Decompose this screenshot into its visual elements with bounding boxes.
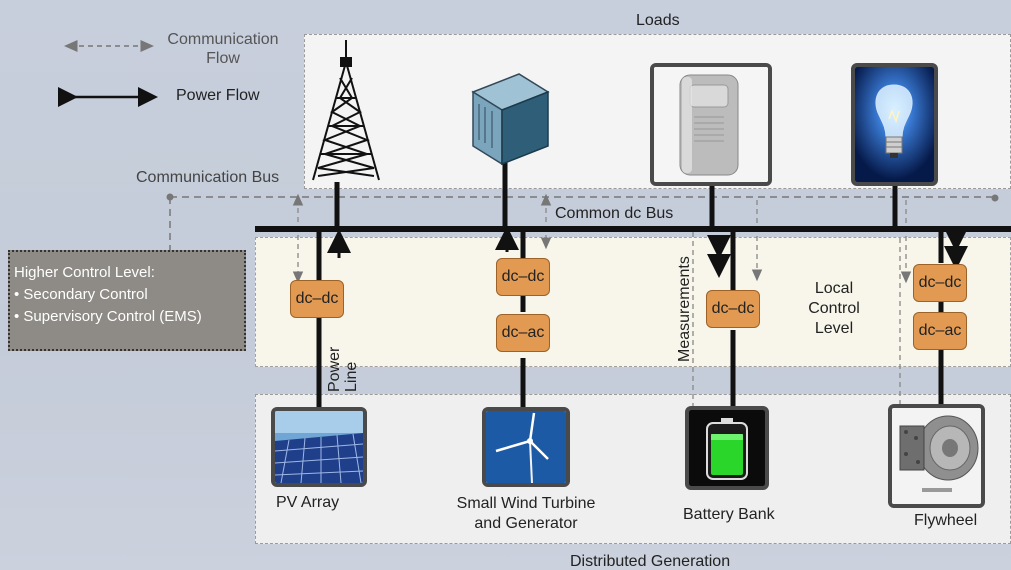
flywheel-frame [888, 404, 985, 508]
power-flow-arrows [327, 226, 968, 278]
wind-turbine-icon [486, 411, 566, 483]
pv-array-label: PV Array [276, 494, 340, 511]
local-control-panel [255, 237, 1011, 367]
wind-turbine-frame [482, 407, 570, 487]
air-conditioner-frame [650, 63, 772, 186]
distributed-generation-panel [255, 394, 1011, 544]
solar-panel-icon [275, 411, 363, 483]
battery-bank-label: Battery Bank [683, 506, 775, 523]
communication-links [292, 193, 912, 406]
battery-icon [689, 410, 765, 486]
flywheel-label: Flywheel [914, 512, 978, 529]
secondary-control-item: • Secondary Control [14, 286, 148, 303]
light-bulb-frame [851, 63, 938, 186]
flywheel-dcdc-converter: dc–dc [913, 264, 967, 302]
loads-title: Loads [636, 12, 680, 29]
communication-flow-legend-label: Communication Flow [167, 31, 279, 67]
flywheel-dcac-converter: dc–ac [913, 312, 967, 350]
higher-control-level-box: Higher Control Level: • Secondary Contro… [8, 250, 246, 351]
power-flow-legend-label: Power Flow [176, 87, 260, 104]
load-connections [334, 160, 898, 229]
flywheel-icon [892, 408, 981, 504]
power-lines [316, 229, 944, 408]
wind-turbine-label: Small Wind Turbine and Generator [456, 495, 596, 532]
communication-bus-label: Communication Bus [136, 169, 280, 186]
supervisory-control-item: • Supervisory Control (EMS) [14, 308, 202, 325]
portable-ac-icon [654, 67, 768, 182]
wind-dcac-converter: dc–ac [496, 314, 550, 352]
pv-array-frame [271, 407, 367, 487]
pv-dcdc-converter: dc–dc [290, 280, 344, 318]
battery-dcdc-converter: dc–dc [706, 290, 760, 328]
wind-dcdc-converter: dc–dc [496, 258, 550, 296]
local-control-level-label: Local Control Level [808, 280, 860, 337]
power-line-label: Power Line [326, 346, 360, 392]
light-bulb-icon [855, 67, 934, 182]
common-dc-bus-label: Common dc Bus [555, 205, 674, 222]
communication-bus-line [169, 196, 995, 250]
distributed-generation-title: Distributed Generation [570, 553, 731, 570]
measurements-label: Measurements [676, 256, 693, 362]
battery-bank-frame [685, 406, 769, 490]
higher-control-title: Higher Control Level: [14, 264, 155, 281]
